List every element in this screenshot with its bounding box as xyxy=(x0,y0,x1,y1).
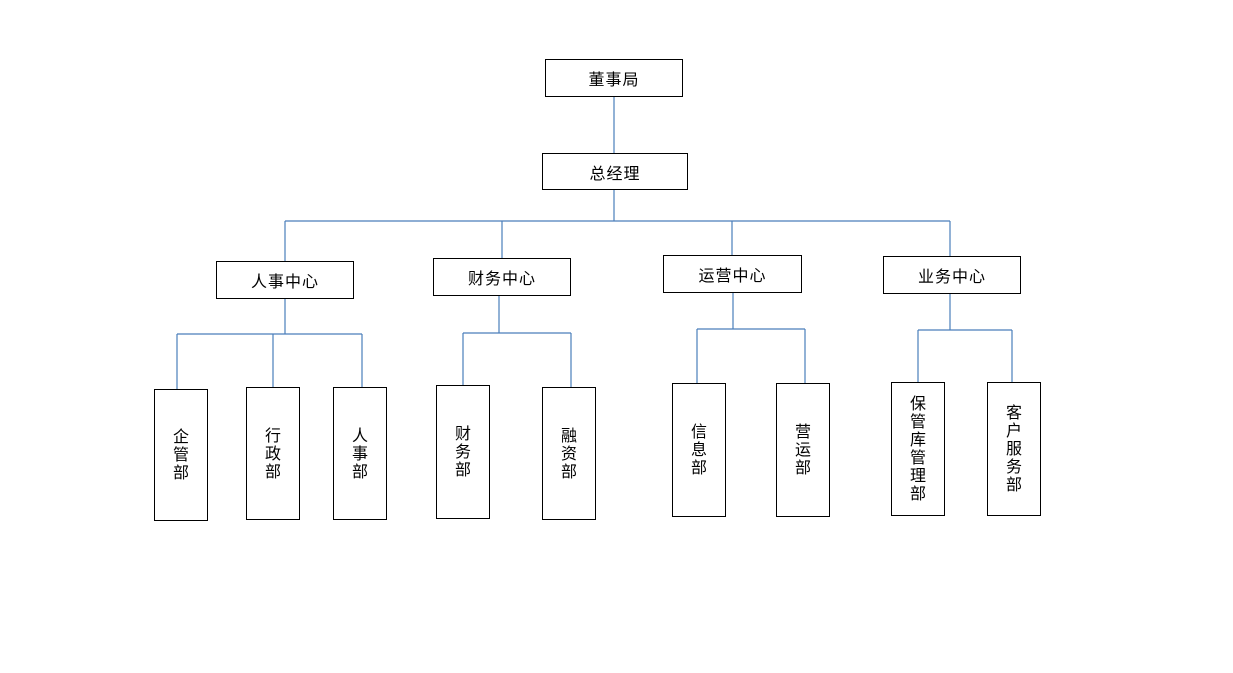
gm-label: 总经理 xyxy=(589,163,641,183)
department-box: 企管部 xyxy=(154,389,208,521)
department-box: 营运部 xyxy=(776,383,830,517)
department-box: 财务部 xyxy=(436,385,490,519)
board-label: 董事局 xyxy=(588,70,640,89)
department-label: 企管部 xyxy=(172,427,189,482)
department-box: 保管库管理部 xyxy=(891,382,945,516)
board-box: 董事局 xyxy=(545,59,683,97)
department-box: 客户服务部 xyxy=(987,382,1041,516)
center-box-hr: 人事中心 xyxy=(216,261,354,299)
gm-box: 总经理 xyxy=(542,153,688,190)
center-box-business: 业务中心 xyxy=(883,256,1021,294)
department-label: 保管库管理部 xyxy=(909,394,926,503)
center-box-operations: 运营中心 xyxy=(663,255,802,293)
department-label: 财务部 xyxy=(454,424,471,479)
department-label: 信息部 xyxy=(690,422,707,477)
department-box: 融资部 xyxy=(542,387,596,520)
department-label: 营运部 xyxy=(794,422,811,477)
department-box: 行政部 xyxy=(246,387,300,520)
department-box: 人事部 xyxy=(333,387,387,520)
department-label: 人事部 xyxy=(351,425,368,481)
department-label: 行政部 xyxy=(264,425,281,481)
center-label: 人事中心 xyxy=(250,272,319,291)
center-label: 财务中心 xyxy=(467,269,536,288)
department-label: 客户服务部 xyxy=(1005,403,1022,494)
center-box-finance: 财务中心 xyxy=(433,258,571,296)
center-label: 业务中心 xyxy=(917,267,986,286)
center-label: 运营中心 xyxy=(698,266,767,285)
department-label: 融资部 xyxy=(560,425,577,481)
department-box: 信息部 xyxy=(672,383,726,517)
